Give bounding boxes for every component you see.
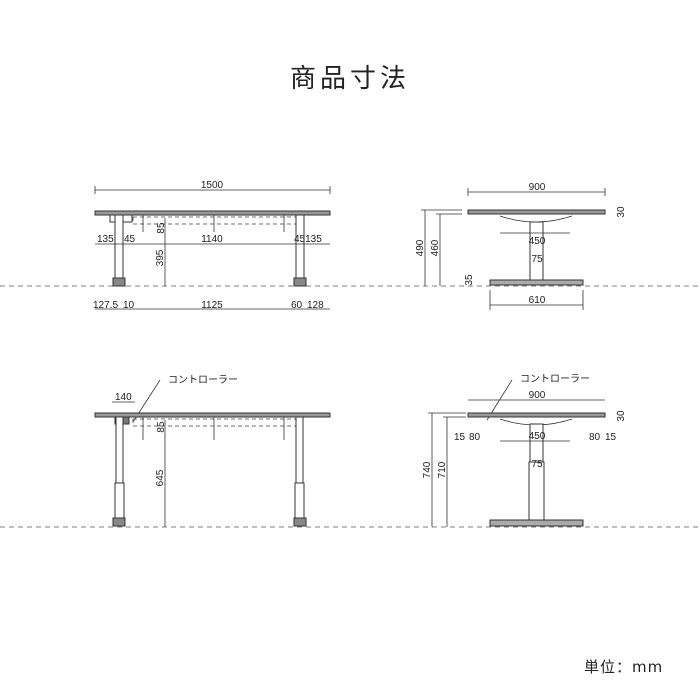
dim-width: 1500	[201, 180, 224, 191]
dim-controller-width: 140	[115, 392, 132, 403]
dim-foot-left2: 10	[123, 300, 135, 311]
dim-base-height: 35	[464, 274, 475, 286]
dim-base-width: 610	[529, 295, 546, 306]
dim-right-2: 15	[605, 432, 617, 443]
dim-column: 75	[531, 459, 543, 470]
controller-label: コントローラー	[168, 374, 238, 386]
dim-height-total: 740	[422, 461, 433, 478]
dim-left-2: 80	[469, 432, 481, 443]
dim-inner: 1140	[201, 234, 223, 245]
dim-height-under: 710	[437, 461, 448, 478]
dim-clearance: 645	[155, 469, 166, 486]
controller-label: コントローラー	[520, 373, 590, 385]
front-view-low: 1500 135 45 1140 45135 85 395 127.5 10 1…	[93, 180, 331, 311]
dim-foot-right2: 128	[307, 300, 324, 311]
dim-column: 75	[531, 254, 543, 265]
dim-height-under: 460	[430, 239, 441, 256]
dim-overhang-right: 45135	[294, 234, 322, 245]
unit-label: 単位：mm	[584, 658, 664, 676]
dim-foot-right: 60	[291, 300, 303, 311]
dim-beam: 450	[529, 431, 546, 442]
dim-top-thickness: 30	[616, 206, 627, 218]
dim-height-total: 490	[415, 239, 426, 256]
dim-left-1: 15	[454, 432, 466, 443]
dim-depth: 900	[529, 182, 546, 193]
front-view-high: コントローラー 140 85 645	[94, 374, 331, 527]
dim-foot-inner: 1125	[201, 300, 223, 311]
side-view-high: コントローラー 900 15 80 450 80 15 75 740 710 3…	[422, 373, 627, 527]
dim-apron: 85	[156, 421, 167, 433]
dim-beam: 450	[529, 236, 546, 247]
dim-right-1: 80	[589, 432, 601, 443]
dim-clearance: 395	[155, 249, 166, 266]
dim-apron: 85	[156, 222, 167, 234]
dim-overhang-left: 135	[97, 234, 114, 245]
side-view-low: 900 450 75 490 460 35 30 610	[415, 182, 627, 310]
dim-top-thickness: 30	[616, 410, 627, 422]
page-title: 商品寸法	[289, 64, 410, 94]
dim-foot-left: 127.5	[93, 300, 118, 311]
dim-depth: 900	[529, 390, 546, 401]
dim-leg-left: 45	[124, 234, 136, 245]
